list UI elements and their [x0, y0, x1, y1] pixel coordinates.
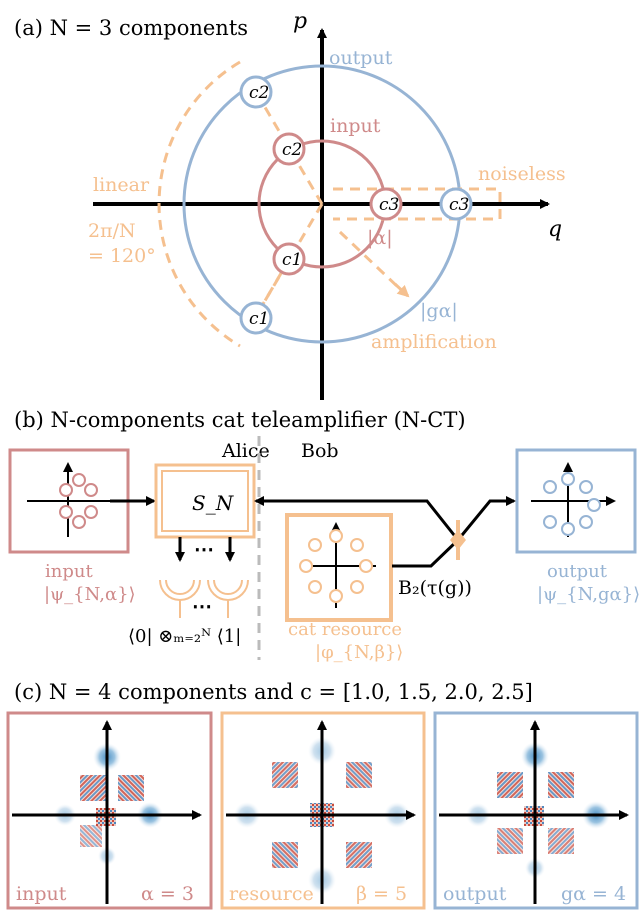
panel-c-label: (c) N = 4 components and c = [1.0, 1.5, …	[14, 680, 533, 704]
svg-text:c1: c1	[282, 250, 302, 270]
detector-arrows	[175, 537, 235, 562]
resource-to-bs	[392, 538, 460, 568]
detectors	[159, 579, 249, 618]
galpha-value: gα = 4	[561, 883, 626, 905]
output-c2: c2	[239, 75, 273, 109]
output-c3: c3	[439, 187, 473, 221]
galpha-magnitude: |gα|	[420, 300, 458, 322]
input-state: |ψ_{N,α}⟩	[44, 584, 136, 605]
panel-b: (b) N-components cat teleamplifier (N-CT…	[8, 408, 640, 663]
input-label-b: input	[45, 561, 93, 582]
projection-label: ⟨0| ⊗ₘ₌₂ᴺ ⟨1|	[128, 626, 241, 647]
wigner-output-label: output	[443, 883, 507, 905]
resource-box	[285, 513, 393, 622]
amplification-label: amplification	[371, 331, 497, 353]
bs-to-sn	[254, 496, 460, 541]
angle-label-line2: = 120°	[88, 245, 156, 267]
output-box	[515, 448, 637, 554]
wigner-output	[433, 711, 639, 910]
amplification-arrow	[393, 282, 410, 298]
svg-text:c2: c2	[282, 140, 302, 160]
alpha-value: α = 3	[141, 883, 194, 905]
ellipsis-bottom: ⋯	[192, 594, 212, 618]
alice-label: Alice	[221, 440, 270, 462]
wigner-input-label: input	[16, 883, 67, 905]
panel-c: (c) N = 4 components and c = [1.0, 1.5, …	[6, 680, 639, 910]
svg-text:c1: c1	[249, 309, 269, 329]
output-state: |ψ_{N,gα}⟩	[537, 584, 640, 605]
wigner-resource-label: resource	[229, 883, 314, 905]
svg-text:S_N: S_N	[192, 491, 235, 515]
input-c2: c2	[272, 132, 306, 166]
sn-box: S_N	[154, 463, 256, 539]
output-c1: c1	[239, 301, 273, 335]
axis-q-label: q	[548, 217, 562, 242]
svg-text:c3: c3	[379, 195, 399, 215]
input-c1: c1	[272, 242, 306, 276]
beta-value: β = 5	[356, 883, 407, 905]
noiseless-label: noiseless	[478, 163, 566, 185]
svg-text:c3: c3	[449, 195, 469, 215]
output-label-b: output	[547, 561, 608, 582]
resource-state: |φ_{N,β}⟩	[315, 642, 403, 663]
linear-label: linear	[93, 174, 150, 196]
panel-a-label: (a) N = 3 components	[14, 16, 248, 40]
output-label: output	[329, 47, 393, 69]
bob-label: Bob	[301, 440, 339, 462]
angle-label-line1: 2π/N	[88, 220, 136, 242]
wigner-resource	[220, 711, 426, 910]
ellipsis-top: ⋯	[194, 537, 214, 561]
beamsplitter-label: B₂(τ(g))	[398, 577, 472, 599]
panel-b-label: (b) N-components cat teleamplifier (N-CT…	[14, 408, 466, 432]
alpha-magnitude: |α|	[367, 227, 393, 249]
svg-text:c2: c2	[249, 83, 269, 103]
beamsplitter	[450, 520, 466, 560]
input-c3: c3	[369, 187, 403, 221]
bs-to-output	[456, 496, 516, 541]
resource-label: cat resource	[288, 619, 402, 640]
wigner-input	[6, 711, 213, 910]
axis-p-label: p	[293, 9, 307, 34]
input-label: input	[330, 115, 381, 137]
panel-a: (a) N = 3 components p q output input c2	[14, 9, 566, 400]
